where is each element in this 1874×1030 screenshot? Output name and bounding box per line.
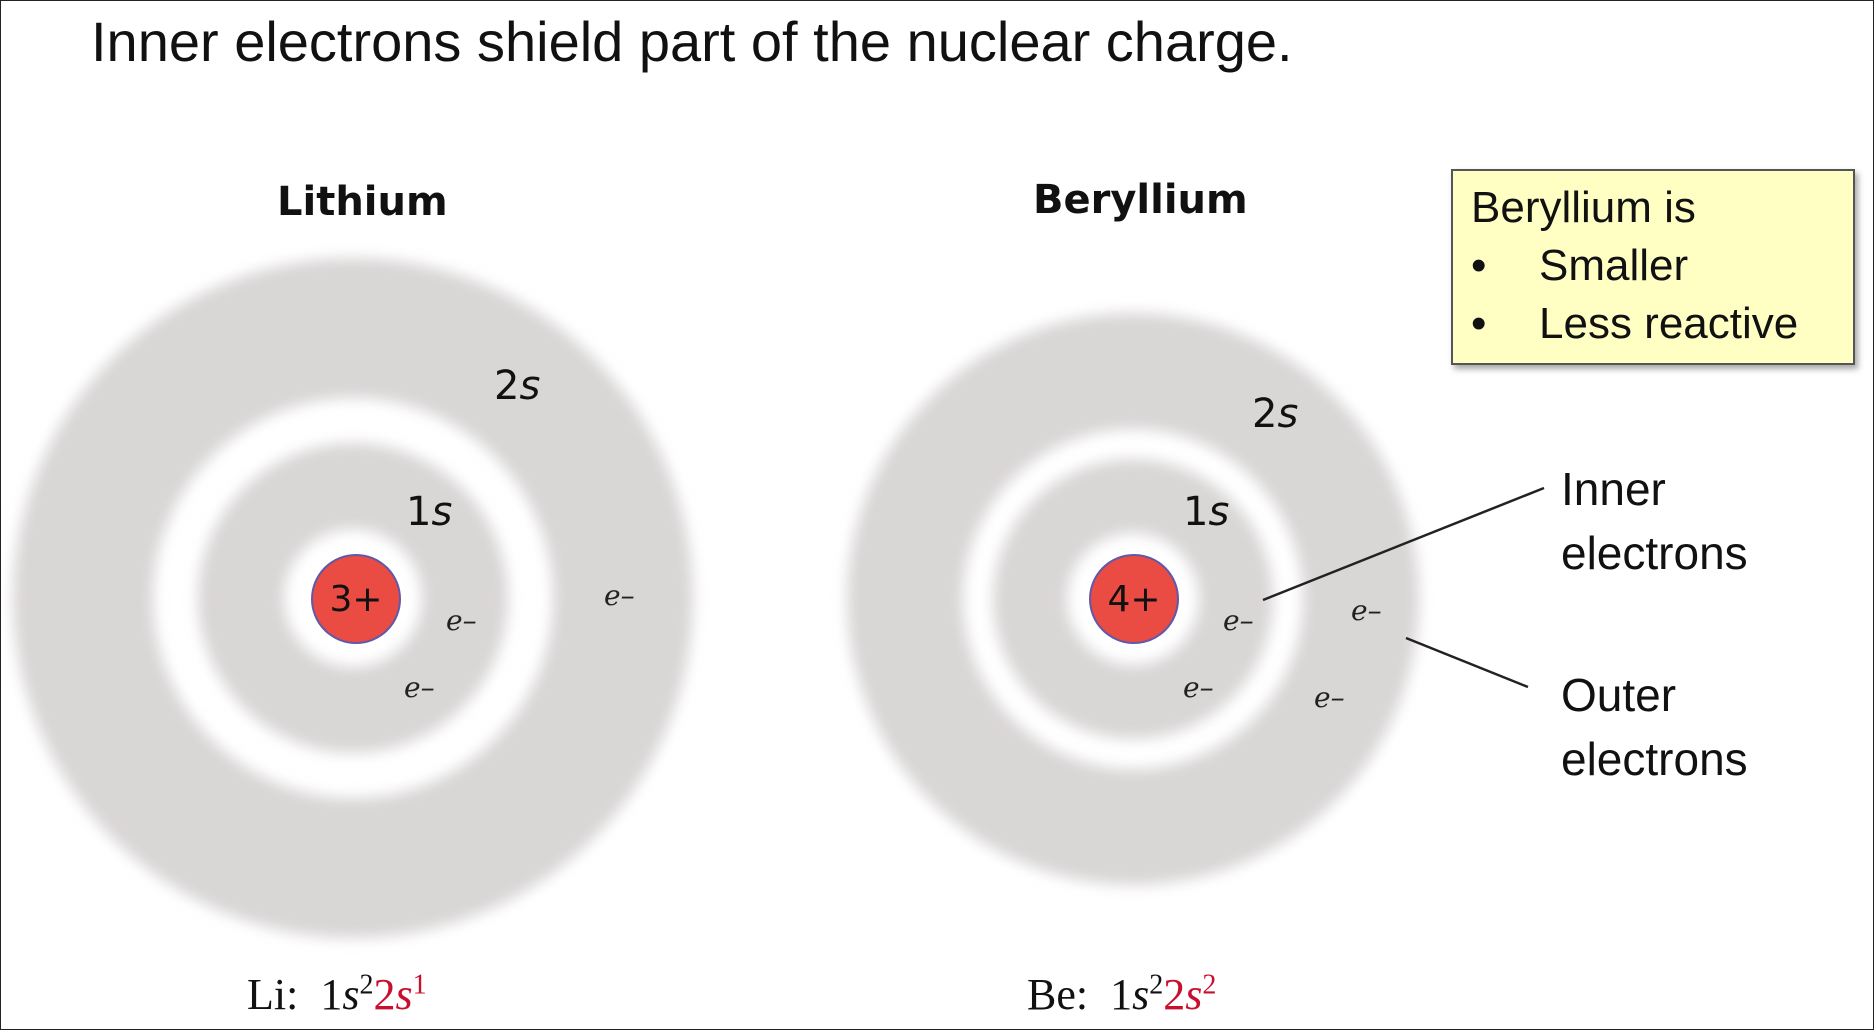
beryllium-electron-1s: e– <box>1223 604 1254 637</box>
callout-item: •Smaller <box>1471 241 1689 290</box>
lithium-2s-shell <box>13 258 693 938</box>
beryllium-electron-2s: e– <box>1351 594 1382 627</box>
beryllium-electron-1s: e– <box>1183 671 1214 704</box>
lithium-electron-1s: e– <box>404 671 435 704</box>
beryllium-nucleus: 4+ <box>1089 554 1179 644</box>
beryllium-electron-2s: e– <box>1314 681 1345 714</box>
callout-heading: Beryllium is <box>1471 183 1696 232</box>
lithium-1s-label: 1s <box>406 489 453 535</box>
lithium-1s-shell <box>198 443 508 753</box>
lithium-title: Lithium <box>277 179 448 225</box>
beryllium-title: Beryllium <box>1033 177 1248 223</box>
beryllium-1s-shell <box>993 459 1273 739</box>
inner-electrons-label: Inner electrons <box>1561 463 1748 579</box>
beryllium-2s-label: 2s <box>1252 391 1299 437</box>
beryllium-shells <box>847 313 1419 885</box>
lithium-shells <box>13 258 693 938</box>
beryllium-1s-label: 1s <box>1183 489 1230 535</box>
beryllium-callout: Beryllium is •Smaller •Less reactive <box>1451 169 1855 365</box>
lithium-electron-1s: e– <box>446 604 477 637</box>
bullet-icon: • <box>1471 299 1487 348</box>
lithium-nucleus: 3+ <box>311 554 401 644</box>
beryllium-configuration: Be: 1s22s2 <box>1027 969 1217 1019</box>
beryllium-2s-shell <box>847 313 1419 885</box>
outer-electrons-label: Outer electrons <box>1561 669 1748 785</box>
lithium-configuration: Li: 1s22s1 <box>247 969 427 1019</box>
bullet-icon: • <box>1471 241 1487 290</box>
lithium-electron-2s: e– <box>604 579 635 612</box>
outer-electrons-pointer <box>1405 636 1529 689</box>
callout-item: •Less reactive <box>1471 299 1799 348</box>
slide-title: Inner electrons shield part of the nucle… <box>91 10 1293 73</box>
inner-electrons-pointer <box>1262 486 1545 602</box>
lithium-2s-label: 2s <box>494 363 541 409</box>
